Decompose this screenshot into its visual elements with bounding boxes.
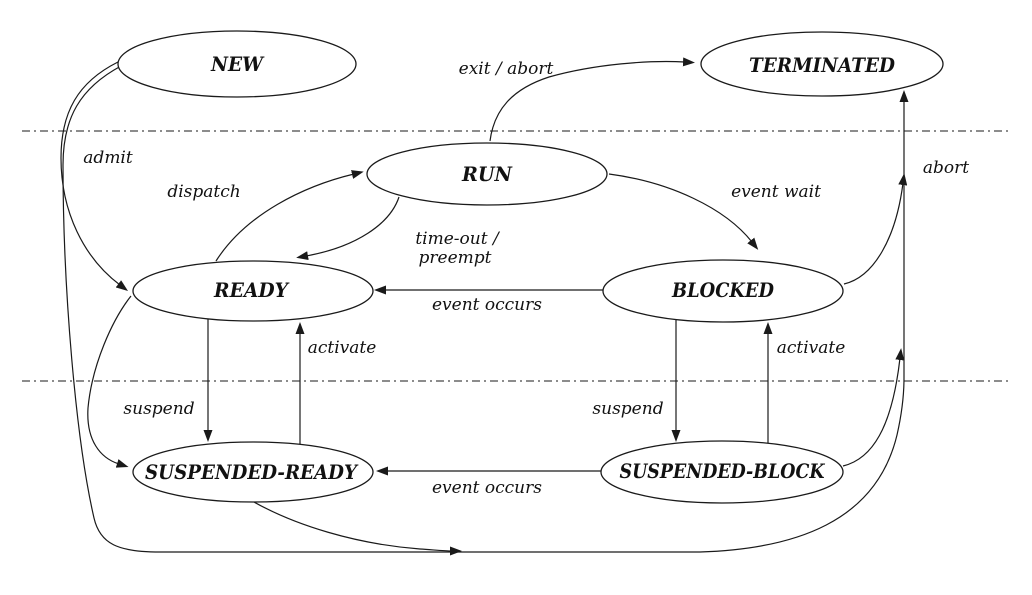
- label-timeout-line2: preempt: [419, 248, 492, 268]
- state-blocked-label: BLOCKED: [671, 278, 774, 302]
- label-event-wait: event wait: [731, 182, 821, 202]
- state-blocked-ellipse: [602, 259, 844, 323]
- state-ready: READY: [132, 260, 374, 322]
- label-suspend-left: suspend: [123, 399, 194, 419]
- state-suspended-block-ellipse: [600, 440, 844, 504]
- state-ready-label: READY: [213, 278, 290, 302]
- state-suspended-ready-ellipse: [132, 441, 374, 503]
- label-suspend-right: suspend: [592, 399, 663, 419]
- state-suspended-block: SUSPENDED-BLOCK: [600, 440, 844, 504]
- transition-dispatch: [215, 170, 364, 262]
- transition-exit-abort: [489, 57, 695, 142]
- state-ready-ellipse: [132, 260, 374, 322]
- state-run: RUN: [366, 142, 608, 206]
- state-new-label: NEW: [210, 52, 265, 76]
- state-nodes: NEW TERMINATED RUN READY BLOCKED SUSPEND…: [117, 30, 944, 504]
- transition-labels: admit dispatch time-out / preempt exit /…: [83, 59, 969, 498]
- state-blocked: BLOCKED: [602, 259, 844, 323]
- state-run-ellipse: [366, 142, 608, 206]
- state-suspended-ready-label: SUSPENDED-READY: [145, 460, 359, 484]
- label-activate-right: activate: [777, 338, 846, 358]
- transition-admit: [60, 61, 128, 292]
- state-terminated-ellipse: [700, 31, 944, 97]
- state-run-label: RUN: [461, 162, 513, 186]
- transition-ready-to-suspended-curve: [87, 295, 132, 468]
- transition-timeout-preempt: [296, 196, 400, 261]
- transition-event-wait: [608, 173, 759, 250]
- label-abort: abort: [923, 158, 969, 178]
- transition-abort-long-path: [62, 65, 909, 553]
- transition-suspended-ready-abort-join: [253, 501, 462, 556]
- state-suspended-block-label: SUSPENDED-BLOCK: [620, 459, 826, 483]
- label-dispatch: dispatch: [167, 182, 240, 202]
- state-suspended-ready: SUSPENDED-READY: [132, 441, 374, 503]
- transition-suspended-block-abort-join: [842, 348, 905, 467]
- state-terminated-label: TERMINATED: [749, 53, 896, 77]
- label-exit-abort: exit / abort: [459, 59, 554, 79]
- transition-blocked-abort-join: [843, 173, 908, 285]
- label-event-occurs-bottom: event occurs: [432, 478, 542, 498]
- label-timeout-line1: time-out /: [415, 229, 501, 249]
- state-terminated: TERMINATED: [700, 31, 944, 97]
- state-new: NEW: [117, 30, 357, 98]
- state-new-ellipse: [117, 30, 357, 98]
- label-admit: admit: [83, 148, 133, 168]
- transition-arrows: [60, 57, 909, 556]
- label-activate-left: activate: [308, 338, 377, 358]
- label-event-occurs-mid: event occurs: [432, 295, 542, 315]
